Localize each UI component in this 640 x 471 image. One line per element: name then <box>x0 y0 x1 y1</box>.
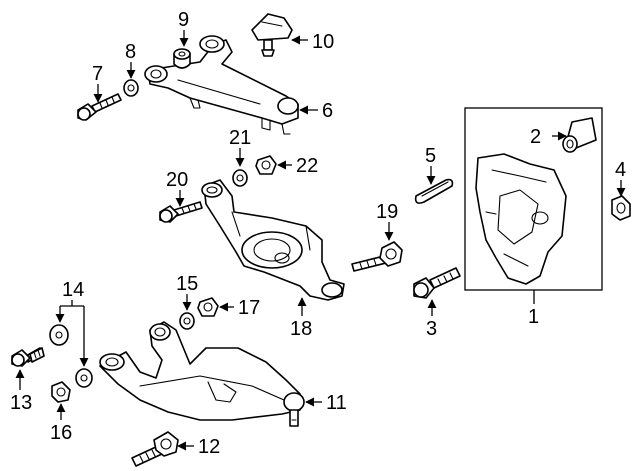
bolt-19 <box>351 241 403 272</box>
spring-seat-arm <box>201 179 345 301</box>
callout-13: 13 <box>10 392 32 414</box>
washer-8 <box>123 79 139 97</box>
upper-control-arm <box>144 35 299 135</box>
ball-joint-boot <box>251 13 293 57</box>
steering-knuckle <box>475 153 567 285</box>
callout-15: 15 <box>176 273 198 295</box>
callout-19: 19 <box>376 201 398 223</box>
bolt-12 <box>131 431 179 467</box>
nut-17 <box>197 297 219 317</box>
bushing-2 <box>562 117 597 153</box>
callout-5: 5 <box>425 145 436 167</box>
callout-22: 22 <box>296 155 318 177</box>
callout-1: 1 <box>528 306 539 328</box>
callout-21: 21 <box>229 127 251 149</box>
callout-4: 4 <box>615 159 626 181</box>
bolt-20 <box>159 201 203 223</box>
callout-7: 7 <box>92 63 103 85</box>
washer-14-lower <box>75 368 93 388</box>
bolt-3 <box>413 267 461 299</box>
callout-12: 12 <box>198 436 220 458</box>
lower-control-arm <box>99 321 305 427</box>
callout-9: 9 <box>178 9 189 31</box>
callout-6: 6 <box>322 100 333 122</box>
nut-16 <box>51 381 71 403</box>
callout-18: 18 <box>290 318 312 340</box>
callout-10: 10 <box>312 31 334 53</box>
callout-17: 17 <box>238 297 260 319</box>
bolt-7 <box>77 93 122 121</box>
callout-16: 16 <box>50 422 72 444</box>
washer-21 <box>232 169 248 187</box>
callout-11: 11 <box>326 392 347 414</box>
nut-4 <box>611 195 631 221</box>
bolt-13 <box>11 347 45 367</box>
nut-22 <box>255 155 277 175</box>
callout-labels: 1 2 3 4 5 6 7 8 9 10 11 12 13 14 15 16 1… <box>10 9 626 458</box>
leader-lines <box>15 30 626 451</box>
washer-15 <box>179 312 195 330</box>
bushing-9 <box>173 48 191 69</box>
callout-14: 14 <box>62 279 84 301</box>
callout-2: 2 <box>530 126 541 148</box>
cotter-pin <box>414 178 454 204</box>
washer-14-upper <box>49 324 69 346</box>
callout-3: 3 <box>426 318 437 340</box>
callout-20: 20 <box>166 169 188 191</box>
callout-8: 8 <box>125 41 136 63</box>
